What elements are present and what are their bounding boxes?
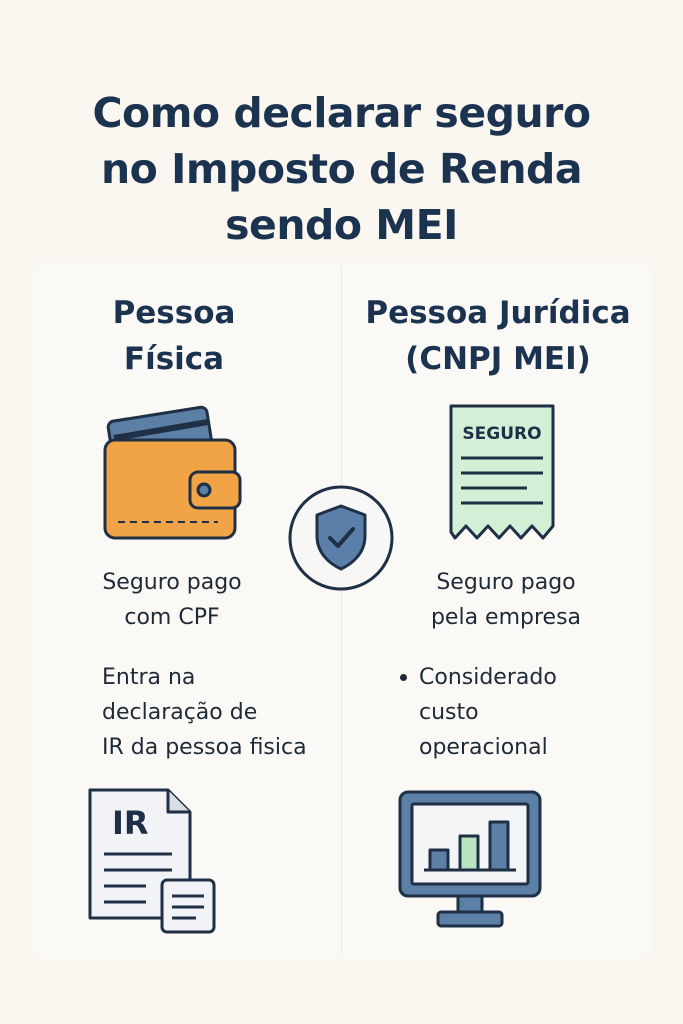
left-detail-line-3: IR da pessoa fisica <box>102 735 307 760</box>
right-heading-line-1: Pessoa Jurídica <box>365 295 631 331</box>
bullet-dot-icon <box>400 674 407 681</box>
right-heading: Pessoa Jurídica (CNPJ MEI) <box>350 290 646 382</box>
right-heading-line-2: (CNPJ MEI) <box>405 341 591 377</box>
left-heading: Pessoa Física <box>74 290 274 382</box>
left-detail-line-1: Entra na <box>102 665 196 690</box>
left-caption: Seguro pago com CPF <box>52 565 292 635</box>
left-heading-line-2: Física <box>123 341 225 377</box>
doc-label: IR <box>112 804 149 842</box>
left-detail: Entra na declaração de IR da pessoa fisi… <box>102 660 338 765</box>
right-detail-bullet: Considerado <box>400 660 630 695</box>
shield-check-icon <box>288 485 394 591</box>
column-divider <box>341 266 342 954</box>
right-detail-line-2: custo <box>419 700 479 725</box>
right-detail-line-3: operacional <box>419 735 548 760</box>
right-caption-line-2: pela empresa <box>430 605 582 630</box>
left-detail-line-2: declaração de <box>102 700 258 725</box>
receipt-label: SEGURO <box>462 424 541 444</box>
insurance-receipt-icon: SEGURO <box>449 404 555 540</box>
left-caption-line-1: Seguro pago <box>102 570 242 595</box>
left-caption-line-2: com CPF <box>124 605 220 630</box>
title-line-2: no Imposto de Renda <box>100 145 583 194</box>
right-caption: Seguro pago pela empresa <box>386 565 626 635</box>
right-caption-line-1: Seguro pago <box>436 570 576 595</box>
right-detail-line-1: Considerado <box>419 665 557 690</box>
left-heading-line-1: Pessoa <box>112 295 236 331</box>
wallet-icon <box>103 405 242 540</box>
bar-chart-monitor-icon <box>398 790 542 928</box>
title-line-3: sendo MEI <box>225 201 458 250</box>
tax-document-icon: IR <box>88 788 216 934</box>
right-detail: Considerado custo operacional <box>400 660 630 765</box>
page-title: Como declarar seguro no Imposto de Renda… <box>0 85 683 253</box>
title-line-1: Como declarar seguro <box>92 89 591 138</box>
